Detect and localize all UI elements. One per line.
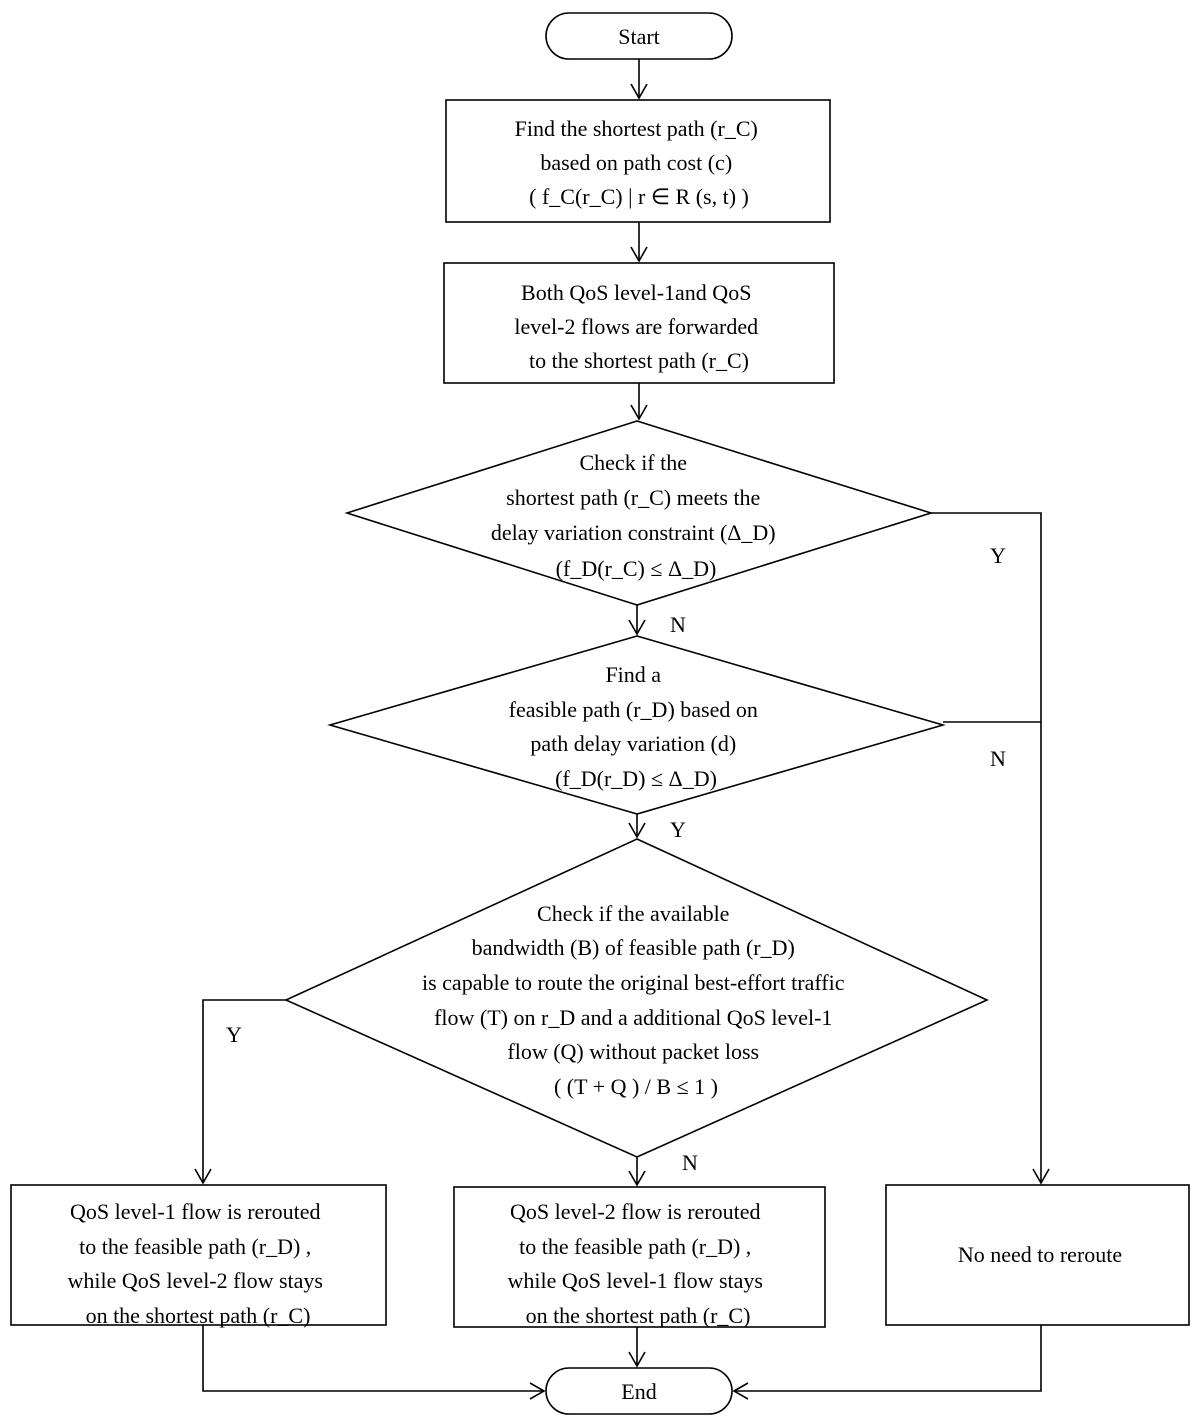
arrowhead: [630, 83, 648, 100]
reroute-level2-text: QoS level-2 flow is rerouted to the feas…: [508, 1199, 769, 1328]
label-check-bandwidth-no: N: [682, 1150, 698, 1175]
end-terminal: [545, 1367, 733, 1415]
arrowhead: [732, 1382, 749, 1400]
label-find-feasible-no: N: [990, 746, 1006, 771]
start-label: Start: [618, 24, 660, 49]
arrowhead: [628, 1170, 646, 1187]
arrowhead: [628, 1351, 646, 1368]
label-check-bandwidth-yes: Y: [226, 1022, 242, 1047]
check-bandwidth-decision: [284, 838, 989, 1158]
arrowhead: [1032, 1168, 1050, 1185]
find-shortest-path-box: [445, 99, 831, 223]
arrowhead: [630, 246, 648, 263]
reroute-level2-box: [453, 1186, 826, 1328]
arrowhead: [628, 619, 646, 636]
edge-check-bandwidth-yes: [202, 999, 286, 1183]
reroute-level1-text: QoS level-1 flow is rerouted to the feas…: [68, 1199, 329, 1328]
no-reroute-text: No need to reroute: [958, 1242, 1122, 1267]
label-find-feasible-yes: Y: [670, 817, 686, 842]
forward-both-flows-box: [443, 262, 835, 384]
arrowhead: [194, 1168, 212, 1185]
connectors: [194, 59, 1050, 1400]
arrowhead: [529, 1382, 546, 1400]
reroute-level1-box: [10, 1184, 387, 1326]
edge-reroute-level1-to-end: [202, 1325, 544, 1392]
arrowhead: [628, 822, 646, 839]
forward-both-flows-text: Both QoS level-1and QoS level-2 flows ar…: [514, 280, 763, 373]
arrowhead: [630, 404, 648, 421]
end-label: End: [621, 1379, 656, 1404]
label-check-delay-yes: Y: [990, 543, 1006, 568]
edge-check-delay-yes: [931, 512, 1042, 1183]
find-feasible-path-text: Find a feasible path (r_D) based on path…: [509, 662, 764, 791]
label-check-delay-no: N: [670, 612, 686, 637]
no-reroute-box: [885, 1184, 1190, 1326]
check-delay-text: Check if the shortest path (r_C) meets t…: [491, 450, 781, 581]
find-shortest-path-text: Find the shortest path (r_C) based on pa…: [515, 116, 764, 209]
edge-no-reroute-to-end: [734, 1325, 1042, 1392]
check-bandwidth-text: Check if the available bandwidth (B) of …: [422, 901, 850, 1099]
